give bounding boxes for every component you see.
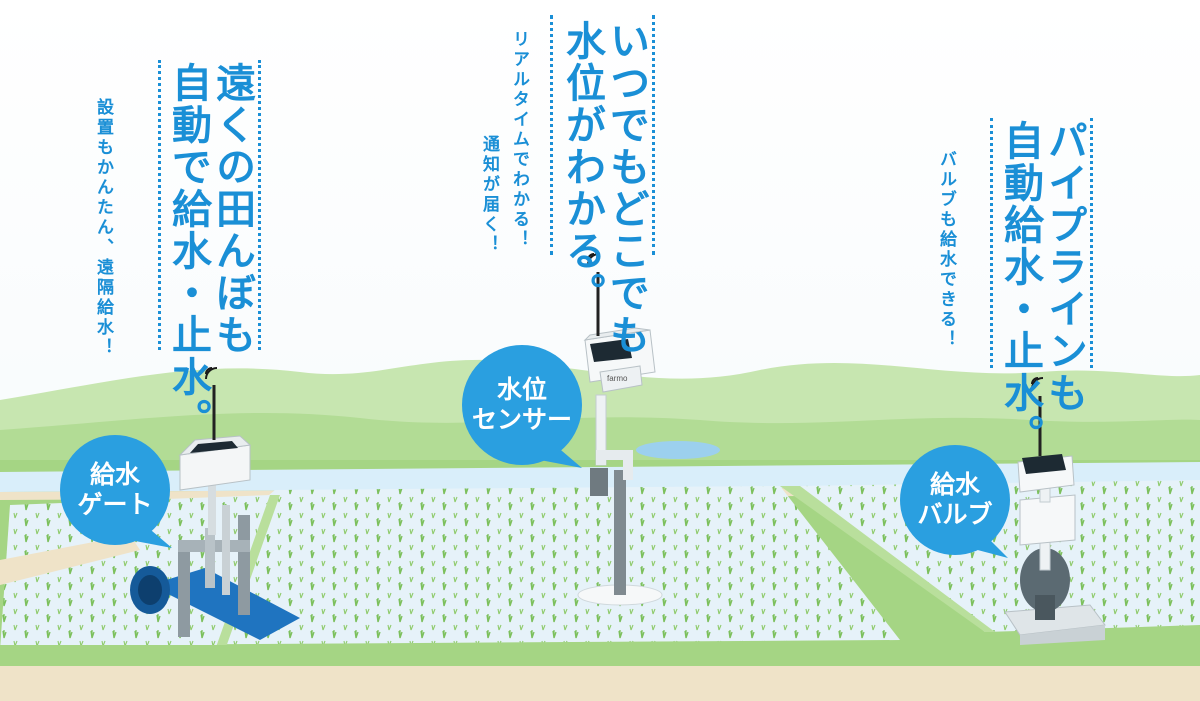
bubble-water-valve: 給水 バルブ <box>900 470 1010 530</box>
wifi-signal-icon <box>1031 377 1044 390</box>
bubble-water-level-sensor-line1: 水位 <box>496 375 547 404</box>
dotted-divider-right-1 <box>990 118 993 368</box>
bubble-water-valve-line1: 給水 <box>929 470 980 499</box>
dotted-divider-center-2 <box>652 15 655 255</box>
water-level-sensor-device <box>577 272 663 606</box>
solar-panel-icon <box>590 339 632 362</box>
sensor-brand-label: farmo <box>607 374 628 383</box>
bubble-water-gate-line1: 給水 <box>89 460 140 489</box>
rice-paddy-right <box>800 480 1200 632</box>
water-valve-device <box>1004 396 1106 645</box>
bubble-water-level-sensor-line2: センサー <box>471 405 572 434</box>
right-subtext: バルブも給水できる！ <box>936 150 956 350</box>
bubble-right-shape <box>900 445 1010 558</box>
bubble-left-shape <box>60 435 172 548</box>
dotted-divider-left-2 <box>258 60 261 350</box>
right-headline-line2: 自動給水・止水。 <box>997 120 1043 456</box>
left-headline-line2: 自動で給水・止水。 <box>165 62 211 440</box>
left-headline-line1: 遠くの田んぼも <box>209 62 255 356</box>
solar-panel-icon <box>1022 454 1066 474</box>
dirt-path-left <box>0 535 140 585</box>
solar-panel-icon <box>190 441 238 453</box>
bubble-water-gate: 給水 ゲート <box>60 460 170 520</box>
wifi-signal-icon <box>587 253 600 266</box>
foreground-path <box>0 666 1200 701</box>
center-headline-line1: いつでもどこでも <box>603 20 649 356</box>
bubble-water-gate-line2: ゲート <box>77 490 153 519</box>
pond <box>636 441 720 459</box>
rice-paddy-center <box>90 486 900 645</box>
bubble-center-shape <box>462 345 582 468</box>
center-subtext-line1: リアルタイムでわかる！ <box>509 30 529 250</box>
left-subtext: 設置もかんたん、遠隔給水！ <box>93 98 113 358</box>
bubble-water-valve-line2: バルブ <box>917 500 993 529</box>
dotted-divider-center-1 <box>550 15 553 255</box>
dotted-divider-left-1 <box>158 60 161 350</box>
center-headline-line2: 水位がわかる。 <box>559 20 605 314</box>
right-headline-line1: パイプラインも <box>1041 120 1087 414</box>
wifi-signal-icon <box>205 367 218 380</box>
bubble-water-level-sensor: 水位 センサー <box>462 375 582 435</box>
dotted-divider-right-2 <box>1090 118 1093 368</box>
water-gate-device <box>130 385 300 640</box>
center-subtext-line2: 通知が届く！ <box>479 135 499 255</box>
